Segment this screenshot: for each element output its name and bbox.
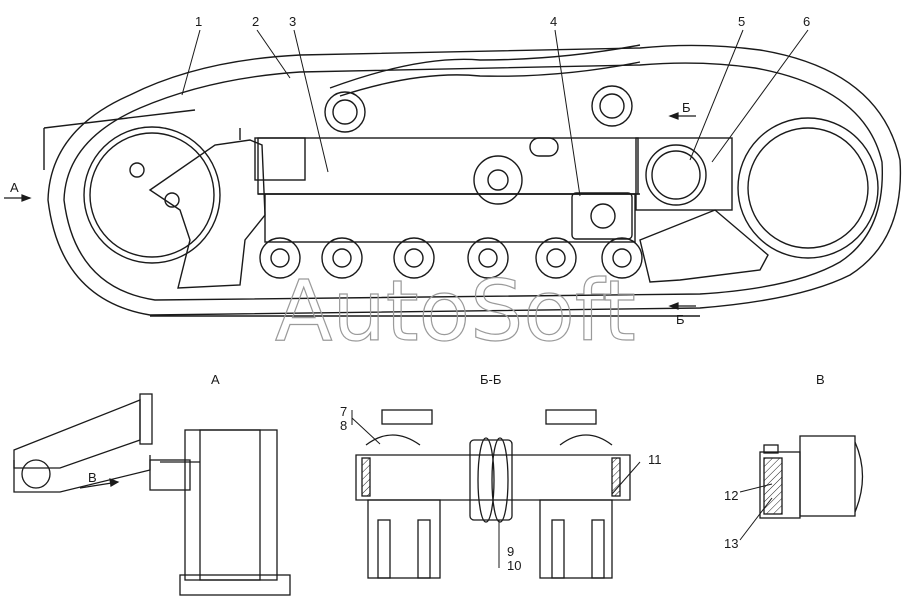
view-a [13, 393, 291, 596]
main-view [43, 44, 902, 317]
view-v [759, 435, 864, 519]
center-hub [473, 155, 523, 205]
callout-9: 9 [507, 544, 514, 559]
carrier-roller-left [324, 91, 366, 133]
drive-sprocket [737, 117, 879, 259]
callout-6: 6 [803, 14, 810, 29]
callout-1: 1 [195, 14, 202, 29]
view-arrows [4, 112, 696, 310]
carrier-roller-right [591, 85, 633, 127]
callouts-main: 1 2 3 4 5 6 А Б Б [10, 14, 810, 327]
callout-11: 11 [648, 452, 662, 467]
view-v-title: В [816, 372, 825, 387]
callout-5: 5 [738, 14, 745, 29]
track-chain-top [329, 44, 641, 97]
callout-4: 4 [550, 14, 557, 29]
callout-12: 12 [724, 488, 738, 503]
callout-7: 7 [340, 404, 347, 419]
view-bb-title: Б-Б [480, 372, 501, 387]
section-bb [355, 409, 631, 579]
arrow-v [79, 478, 120, 489]
arrow-label-b-bottom: Б [676, 312, 685, 327]
track-belt-outer [47, 44, 902, 316]
callout-3: 3 [289, 14, 296, 29]
leader-lines-bb [351, 410, 641, 568]
callout-2: 2 [252, 14, 259, 29]
tension-bracket [148, 139, 266, 289]
track-belt-inner [63, 62, 884, 301]
view-a-title: А [211, 372, 220, 387]
mount-plate [571, 192, 633, 240]
track-rollers [259, 237, 643, 279]
idler-wheel [83, 126, 221, 264]
leader-lines [181, 29, 809, 197]
final-drive-hub [645, 144, 707, 206]
arrow-label-a: А [10, 180, 19, 195]
callout-8: 8 [340, 418, 347, 433]
callout-10: 10 [507, 558, 521, 573]
callout-13: 13 [724, 536, 738, 551]
callouts-bb: Б-Б 7 8 9 10 11 [340, 372, 662, 573]
arrow-label-v: В [88, 470, 97, 485]
watermark: AutoSoft [275, 262, 636, 360]
callouts-v: В 12 13 [724, 372, 825, 551]
track-frame [257, 137, 639, 195]
leader-lines-v [739, 483, 773, 541]
arrow-label-b-top: Б [682, 100, 691, 115]
